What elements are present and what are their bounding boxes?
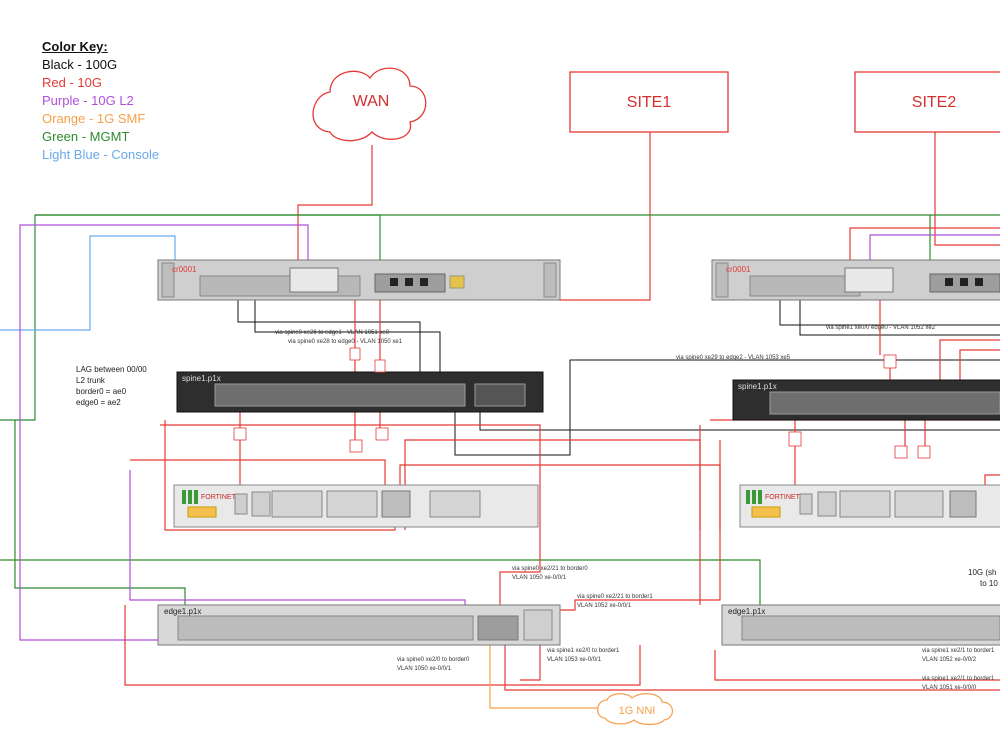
spine-switch-1: spine1.p1x <box>176 371 544 413</box>
tengig-note-1: 10G (sh <box>968 568 996 577</box>
via-note-10b: VLAN 1051 xe-0/0/0 <box>922 685 977 691</box>
color-key-item: Purple - 10G L2 <box>42 93 134 108</box>
nni-cloud: 1G NNI <box>597 693 673 726</box>
color-key-item: Green - MGMT <box>42 129 130 144</box>
transceivers <box>233 347 931 459</box>
via-note-1: via spine0 xe26 to edge1 - VLAN 1051 xe0 <box>275 330 390 336</box>
color-key: Color Key: Black - 100G Red - 10G Purple… <box>42 38 159 164</box>
router-1-label: cr0001 <box>172 265 197 274</box>
color-key-item: Orange - 1G SMF <box>42 111 146 126</box>
router-2-label: cr0001 <box>726 265 751 274</box>
via-note-6b: VLAN 1052 xe-0/0/1 <box>577 603 632 609</box>
wan-cloud: WAN <box>312 67 427 142</box>
firewall-1: FORTINET <box>173 484 539 528</box>
site2-box: SITE2 <box>854 71 1000 133</box>
lag-note-2: L2 trunk <box>76 376 106 385</box>
via-note-5b: VLAN 1050 xe-0/0/1 <box>512 575 567 581</box>
color-key-title: Color Key: <box>42 39 108 54</box>
wan-label: WAN <box>353 93 390 110</box>
color-key-item: Light Blue - Console <box>42 147 160 162</box>
tengig-note-2: to 10 <box>980 579 998 588</box>
router-1: cr0001 <box>157 259 561 301</box>
site1-box: SITE1 <box>569 71 729 133</box>
spine-2-label: spine1.p1x <box>738 382 777 391</box>
color-key-item: Red - 10G <box>42 75 102 90</box>
site2-label: SITE2 <box>912 94 957 111</box>
annotations: LAG between 00/00 L2 trunk border0 = ae0… <box>76 325 998 691</box>
edge-switch-2: edge1.p1x <box>721 604 1000 646</box>
via-note-7b: VLAN 1050 xe-0/0/1 <box>397 666 452 672</box>
via-note-10a: via spine1 xe2/1 to border1 <box>922 676 995 682</box>
color-key-item: Black - 100G <box>42 57 118 72</box>
via-note-6a: via spine0 xe2/21 to border1 <box>577 594 653 600</box>
via-note-2: via spine0 xe28 to edge0 - VLAN 1050 xe1 <box>288 339 403 345</box>
via-note-7a: via spine0 xe2/0 to border0 <box>397 657 470 663</box>
site1-label: SITE1 <box>627 94 672 111</box>
via-note-4: via spine1 xe0/0 edge0 - VLAN 1052 xe2 <box>826 325 936 331</box>
via-note-9a: via spine1 xe2/1 to border1 <box>922 648 995 654</box>
firewall-2: FORTINET <box>739 484 1000 528</box>
spine-1-label: spine1.p1x <box>182 374 221 383</box>
edge-switch-1: edge1.p1x <box>157 604 561 646</box>
lag-note-1: LAG between 00/00 <box>76 365 147 374</box>
firewall-2-brand: FORTINET <box>765 494 801 501</box>
edge-1-label: edge1.p1x <box>164 607 201 616</box>
edge-2-label: edge1.p1x <box>728 607 765 616</box>
via-note-9b: VLAN 1052 xe-0/0/2 <box>922 657 977 663</box>
spine-switch-2: spine1.p1x <box>732 379 1000 421</box>
lag-note-3: border0 = ae0 <box>76 387 127 396</box>
nni-label: 1G NNI <box>619 705 656 717</box>
connection-lines <box>0 132 1000 709</box>
lag-note-4: edge0 = ae2 <box>76 398 121 407</box>
router-2: cr0001 <box>711 259 1000 301</box>
via-note-8b: VLAN 1053 xe-0/0/1 <box>547 657 602 663</box>
via-note-5a: via spine0 xe2/21 to border0 <box>512 566 588 572</box>
firewall-1-brand: FORTINET <box>201 494 237 501</box>
via-note-8a: via spine1 xe2/0 to border1 <box>547 648 620 654</box>
via-note-3: via spine0 xe29 to edge2 - VLAN 1053 xe5 <box>676 355 791 361</box>
